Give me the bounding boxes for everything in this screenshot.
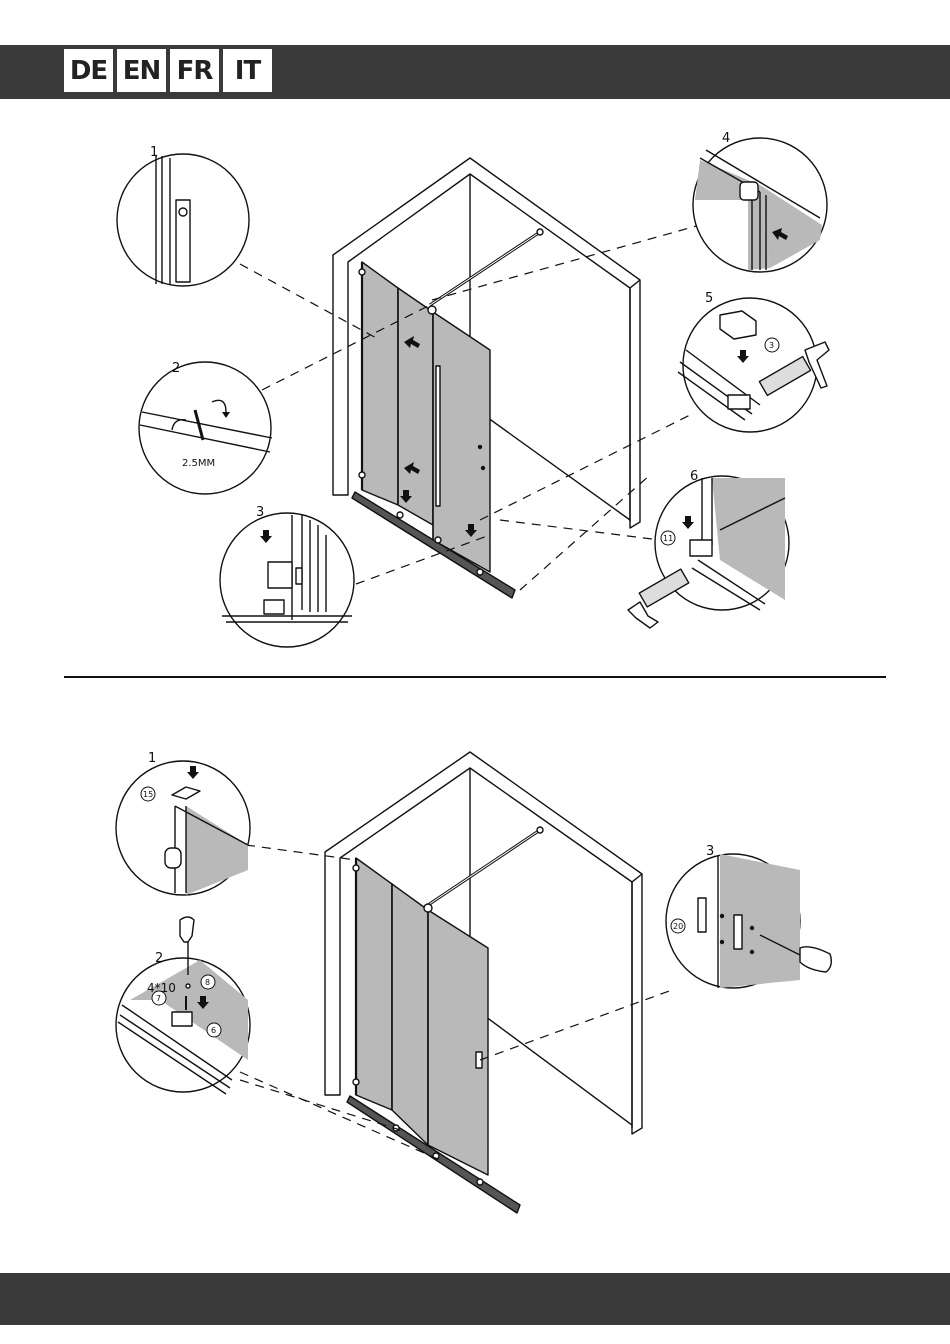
- callout-number-3-bottom: 3: [706, 844, 714, 859]
- assembly-diagram-bottom: 1 2 3 4*10 15 7 8 6 20: [0, 0, 950, 1270]
- callout-number-1-bottom: 1: [148, 751, 156, 766]
- part-number-handle: 20: [673, 922, 683, 931]
- callout-2-detail-bottom: [116, 917, 250, 1094]
- part-number-washer: 8: [205, 978, 210, 987]
- callout-1-detail-bottom: [116, 761, 250, 895]
- part-number-cover: 15: [143, 790, 153, 799]
- glass-panels-bottom: [347, 827, 543, 1213]
- part-number-clip-bottom: 6: [211, 1026, 216, 1035]
- callout-number-2-bottom: 2: [155, 951, 163, 966]
- part-number-screw: 7: [156, 994, 161, 1003]
- callout-3-detail-bottom: [666, 854, 831, 988]
- footer-bar: [0, 1273, 950, 1325]
